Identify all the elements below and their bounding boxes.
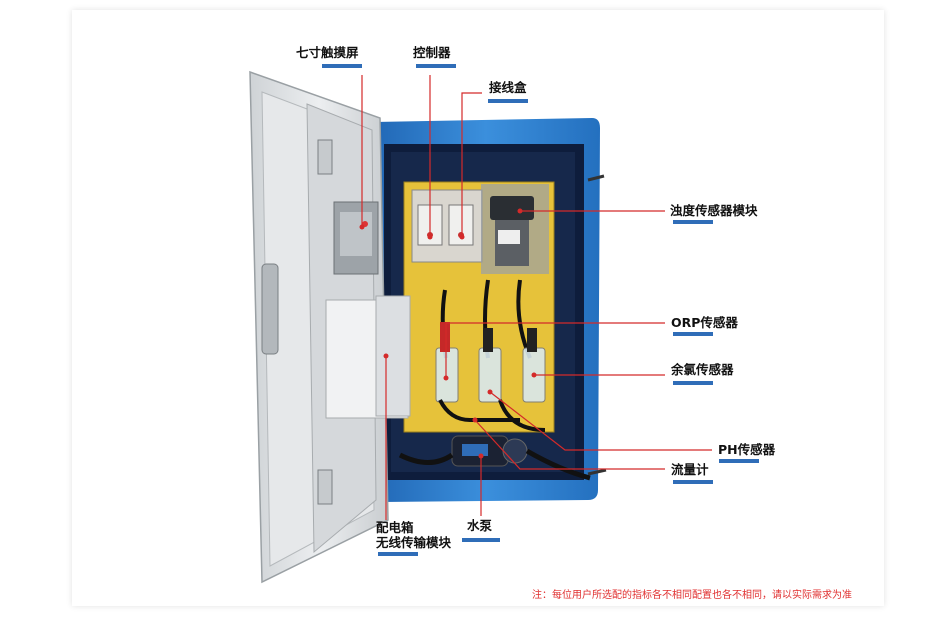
cabinet-door (249, 70, 411, 584)
label-bar-controller (416, 64, 456, 68)
label-chlorine: 余氯传感器 (671, 362, 734, 377)
leader-ph (489, 391, 712, 451)
label-bar-distribution-box (378, 552, 418, 556)
label-bar-chlorine (673, 381, 713, 385)
label-ph: PH传感器 (718, 442, 776, 457)
label-bar-pump (462, 538, 500, 542)
label-orp: ORP传感器 (671, 315, 738, 330)
label-bar-junction-box (488, 99, 528, 103)
leader-orp (445, 322, 665, 378)
mounting-panel (403, 181, 555, 433)
label-controller: 控制器 (413, 45, 451, 60)
label-bar-flowmeter (673, 480, 713, 484)
label-junction-box: 接线盒 (489, 80, 527, 95)
label-flowmeter: 流量计 (671, 462, 709, 477)
leader-lines (361, 75, 712, 520)
label-bar-turbidity (673, 220, 713, 224)
label-bar-ph (719, 459, 759, 463)
label-pump: 水泵 (467, 518, 493, 533)
leader-junction-box (461, 92, 482, 237)
configuration-note: 注：每位用户所选配的指标各不相同配置也各不相同，请以实际需求为准 (532, 590, 852, 601)
label-bar-touchscreen (322, 64, 362, 68)
label-turbidity: 浊度传感器模块 (670, 203, 758, 218)
label-bar-orp (673, 332, 713, 336)
leader-dots (359, 208, 537, 459)
leader-flowmeter (474, 419, 665, 470)
label-wireless-module: 无线传输模块 (376, 535, 452, 550)
label-touchscreen: 七寸触摸屏 (296, 45, 359, 60)
label-distribution-box: 配电箱 (376, 520, 414, 535)
